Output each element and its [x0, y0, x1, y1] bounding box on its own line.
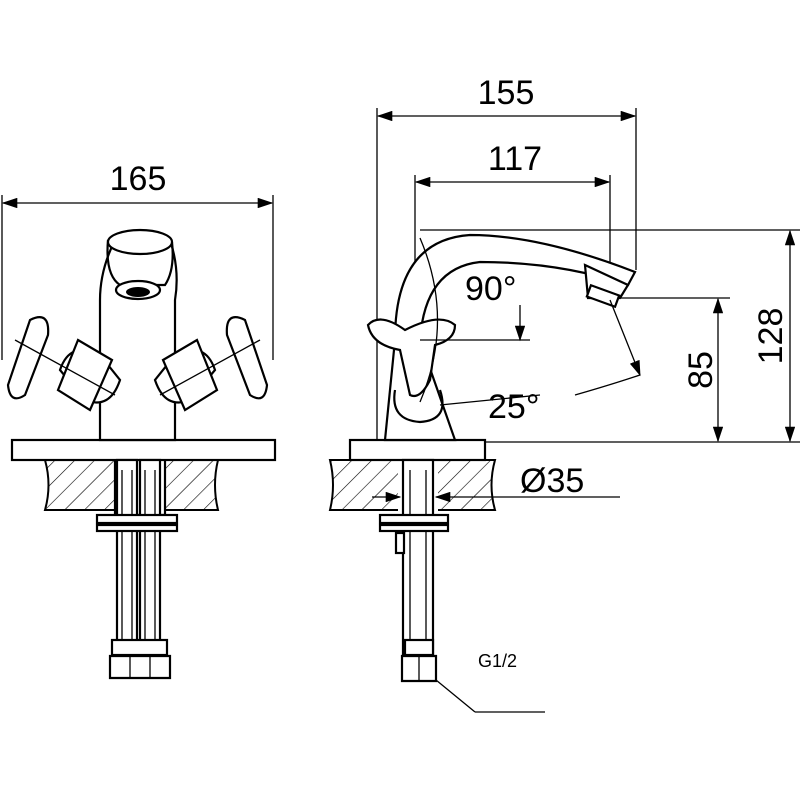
thread-label: G1/2	[478, 651, 517, 671]
front-view: 165	[1, 160, 277, 680]
dim-label-128: 128	[752, 308, 790, 365]
angle-label-25: 25°	[488, 388, 539, 426]
dim-label-155: 155	[478, 74, 535, 112]
dim-label-117: 117	[488, 140, 542, 178]
dim-label-diameter-35: Ø35	[520, 462, 584, 500]
side-view: 155 117 128 85 90° 25°	[328, 74, 800, 713]
handle-side	[366, 318, 457, 398]
angle-label-90: 90°	[465, 270, 516, 308]
dim-label-165: 165	[110, 160, 167, 198]
base-plate-left	[10, 438, 277, 462]
base-plate-right	[348, 438, 487, 462]
dim-label-85: 85	[682, 351, 720, 389]
